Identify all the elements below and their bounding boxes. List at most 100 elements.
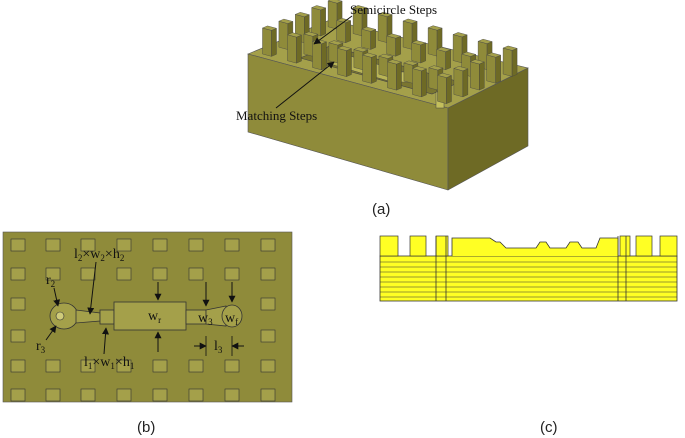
pin-side bbox=[345, 20, 351, 44]
pin-square bbox=[45, 238, 61, 252]
cross-section-pin bbox=[635, 235, 653, 257]
panel-b-top-view: l2×w2×h2 r2 r3 l1×w1×h1 wr w3 wf bbox=[2, 231, 293, 436]
pin-front bbox=[312, 41, 322, 71]
svg-text:r3: r3 bbox=[36, 339, 46, 355]
pin-top bbox=[386, 33, 402, 39]
semicircle-steps-label: Semicircle Steps bbox=[350, 2, 437, 17]
pin-front bbox=[411, 42, 421, 64]
pin-side bbox=[420, 42, 426, 64]
pin-side bbox=[321, 41, 327, 71]
pin-square bbox=[188, 388, 204, 402]
pin-side bbox=[479, 61, 485, 91]
caption-c: (c) bbox=[540, 419, 558, 436]
pin-square bbox=[260, 359, 276, 373]
pin-top bbox=[453, 66, 469, 72]
pin-top bbox=[452, 32, 468, 38]
pin-front bbox=[453, 68, 464, 98]
pin-square bbox=[152, 267, 168, 281]
pin-top bbox=[336, 45, 353, 51]
cross-section-pin bbox=[659, 235, 678, 257]
pin-top bbox=[427, 25, 443, 31]
pin-square bbox=[260, 329, 276, 343]
pin-top bbox=[327, 0, 343, 4]
taper-section bbox=[205, 305, 227, 327]
pin-square bbox=[260, 238, 276, 252]
pin-front bbox=[470, 61, 480, 91]
pin-square bbox=[152, 388, 168, 402]
pin-top bbox=[502, 45, 518, 51]
pin-top bbox=[378, 53, 394, 59]
pin-square bbox=[116, 359, 132, 373]
svg-text:wr: wr bbox=[148, 309, 161, 325]
pin-square bbox=[188, 267, 204, 281]
pin-side bbox=[495, 54, 501, 84]
pin-front bbox=[437, 74, 447, 104]
svg-text:l3: l3 bbox=[214, 339, 223, 355]
pin-front bbox=[361, 28, 371, 50]
pin-front bbox=[386, 35, 396, 57]
pin-front bbox=[278, 20, 289, 50]
label-l2-w2-h2: l2×w2×h2 bbox=[74, 247, 124, 263]
pin-front bbox=[287, 34, 297, 64]
pin-top bbox=[328, 40, 344, 46]
pin-front bbox=[303, 33, 314, 57]
pin-side bbox=[421, 68, 427, 98]
label-wr: wr bbox=[148, 309, 161, 325]
pin-front bbox=[427, 27, 438, 57]
cross-section-pins bbox=[379, 235, 678, 301]
pin-front bbox=[402, 20, 413, 50]
pin-square bbox=[188, 359, 204, 373]
caption-b: (b) bbox=[137, 419, 155, 436]
pin-top bbox=[286, 32, 303, 38]
semicircle-step-inner bbox=[55, 311, 65, 321]
pin-square bbox=[80, 359, 96, 373]
label-r2: r2 bbox=[46, 273, 55, 289]
pin-top bbox=[477, 38, 493, 44]
label-r3: r3 bbox=[36, 339, 46, 355]
pin-square bbox=[224, 388, 240, 402]
pin-top bbox=[469, 59, 485, 65]
arrow-icon bbox=[275, 61, 335, 109]
arrow-icon bbox=[45, 325, 57, 341]
cross-section-pin bbox=[379, 235, 399, 257]
pin-square bbox=[188, 238, 204, 252]
pin-front bbox=[362, 54, 372, 84]
pin-square bbox=[116, 267, 132, 281]
pin-side bbox=[346, 48, 352, 77]
svg-text:wf: wf bbox=[225, 311, 238, 327]
pin-top bbox=[352, 5, 368, 11]
matching-steps-label: Matching Steps bbox=[236, 108, 317, 123]
cross-section-pin bbox=[409, 235, 427, 257]
pin-top bbox=[486, 52, 502, 58]
arrow-icon bbox=[87, 261, 97, 315]
pin-side bbox=[462, 68, 469, 98]
pin-side bbox=[370, 29, 376, 50]
pin-top bbox=[261, 25, 278, 31]
pin-front bbox=[353, 49, 364, 71]
pin-square bbox=[80, 238, 96, 252]
label-l1-w1-h1: l1×w1×h1 bbox=[84, 355, 134, 371]
pin-square bbox=[80, 388, 96, 402]
pin-square bbox=[45, 267, 61, 281]
pin-side bbox=[395, 35, 401, 57]
arrow-icon bbox=[53, 287, 61, 307]
pin-square bbox=[10, 359, 26, 373]
pin-top bbox=[461, 51, 477, 57]
pin-square bbox=[45, 359, 61, 373]
pin-top bbox=[411, 40, 427, 46]
pin-top bbox=[361, 26, 377, 32]
matching-step-1 bbox=[99, 309, 115, 325]
panel-c-cross-section: (c) bbox=[379, 235, 678, 436]
pin-side bbox=[445, 49, 451, 71]
pin-front bbox=[311, 7, 321, 37]
pin-top bbox=[353, 47, 369, 53]
pin-square bbox=[224, 267, 240, 281]
pin-top bbox=[311, 5, 327, 11]
pin-side bbox=[296, 34, 302, 64]
pin-top bbox=[336, 18, 352, 23]
pin-square bbox=[10, 238, 26, 252]
arrow-icon bbox=[313, 15, 353, 45]
svg-text:l2×w2×h2: l2×w2×h2 bbox=[74, 247, 124, 263]
pin-front bbox=[387, 61, 397, 91]
